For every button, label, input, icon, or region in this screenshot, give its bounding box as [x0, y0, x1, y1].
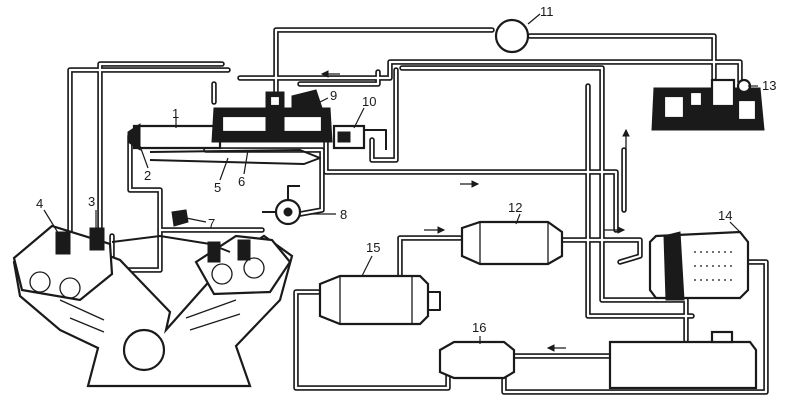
fuel-filter-12	[460, 220, 564, 266]
injector-right-a	[207, 241, 221, 263]
engine-block	[12, 224, 294, 388]
callout-2: 2	[144, 168, 151, 183]
callout-4: 4	[36, 196, 43, 211]
accumulator-14	[648, 230, 750, 301]
injector-left-b	[89, 227, 105, 251]
callout-15: 15	[366, 240, 380, 255]
callout-labels: 1 2 3 4 5 6 7 8 9 10 11 12 13 14 15 16	[36, 4, 776, 335]
fuel-pump-15	[318, 274, 441, 326]
component-16	[438, 340, 516, 380]
callout-11: 11	[540, 4, 554, 19]
callout-8: 8	[340, 207, 347, 222]
component-11-sphere	[494, 18, 530, 54]
callout-5: 5	[214, 180, 221, 195]
callout-12: 12	[508, 200, 522, 215]
auxiliary-air-device	[262, 185, 302, 226]
control-unit-13	[651, 78, 765, 131]
callout-1: 1	[172, 106, 179, 121]
fuel-distributor-assembly	[127, 89, 387, 165]
callout-13: 13	[762, 78, 776, 93]
fuel-tank	[608, 330, 758, 390]
leader-lines	[43, 13, 758, 344]
cold-start-valve	[171, 209, 189, 227]
callout-10: 10	[362, 94, 376, 109]
callout-14: 14	[718, 208, 732, 223]
injector-left-a	[55, 231, 71, 255]
callout-16: 16	[472, 320, 486, 335]
callout-9: 9	[330, 88, 337, 103]
flow-arrows	[320, 70, 630, 352]
callout-6: 6	[238, 174, 245, 189]
injector-right-b	[237, 239, 251, 261]
callout-3: 3	[88, 194, 95, 209]
callout-7: 7	[208, 216, 215, 231]
